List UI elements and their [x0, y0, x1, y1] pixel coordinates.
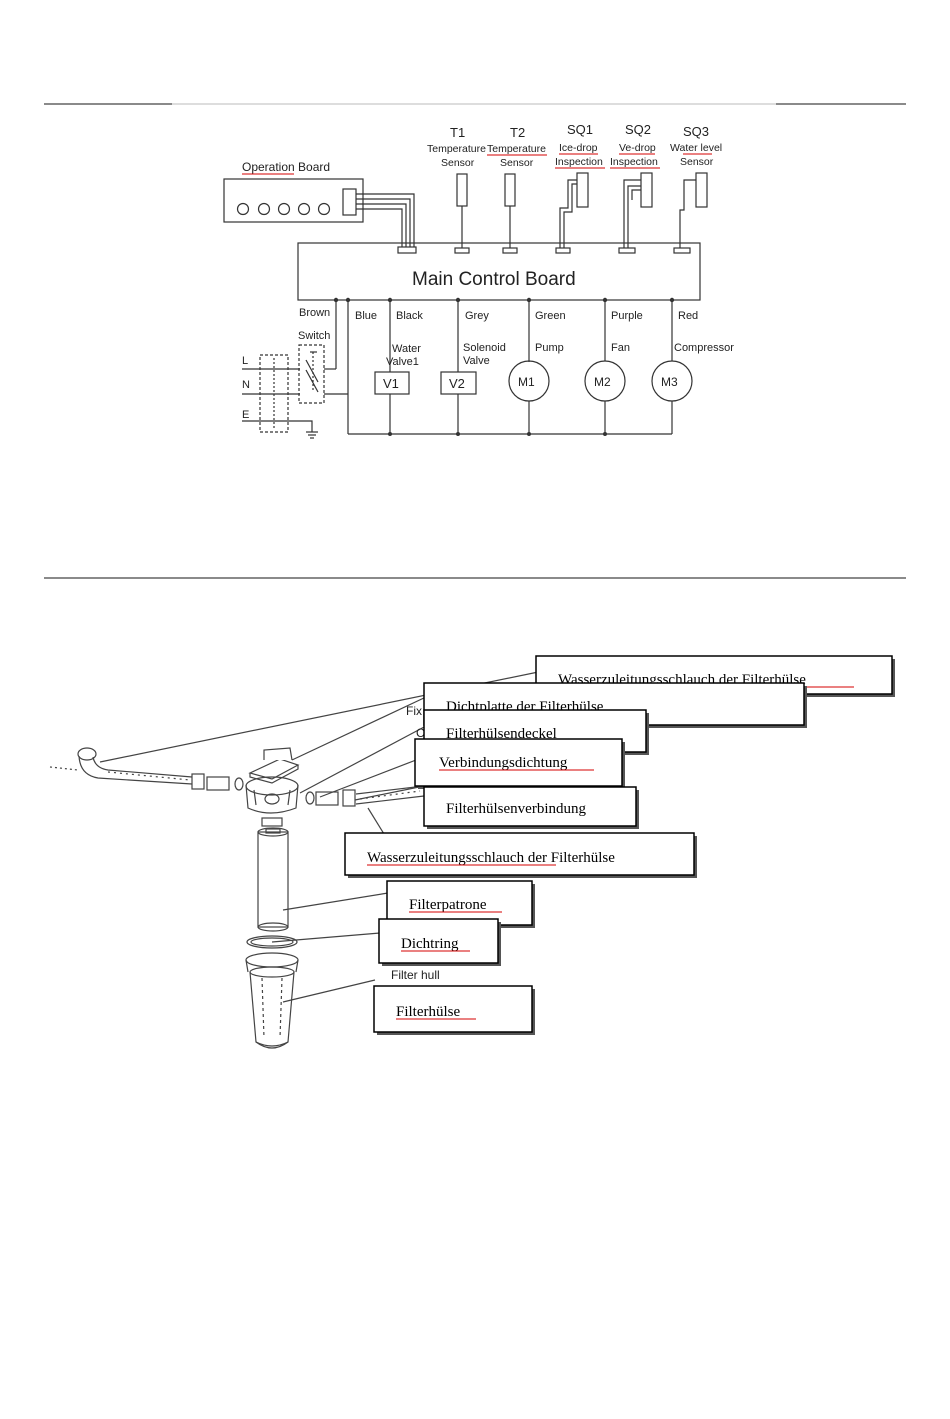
sq1-switch: [576, 172, 589, 208]
load-symbol: V1: [383, 376, 399, 391]
main-control-board: [297, 242, 701, 301]
label-text: Filterpatrone: [409, 897, 487, 913]
label-box: Dichtring: [378, 918, 501, 966]
load-label: Compressor: [674, 342, 734, 354]
sensor-id: T2: [510, 125, 525, 140]
load-symbol: M1: [518, 375, 535, 389]
board-ribbon-cable: [356, 193, 415, 247]
label-box: Verbindungsdichtung: [414, 738, 625, 789]
load-label: Pump: [535, 342, 564, 354]
load-symbol: V2: [449, 376, 465, 391]
wire-color-label: Brown: [299, 307, 330, 319]
t1-sensor: [456, 173, 468, 207]
label-box: Filterhülsenverbindung: [423, 786, 639, 829]
wire-color-label: Purple: [611, 310, 643, 322]
sensor-label: Ice-drop: [559, 142, 598, 154]
sensor-id: SQ2: [625, 122, 651, 137]
sensor-label: Temperature: [427, 143, 486, 155]
button-icon: [297, 202, 311, 216]
operation-board-label: Operation Board: [242, 160, 330, 174]
m1-motor: [508, 360, 550, 402]
label-text: Wasserzuleitungsschlauch der Filterhülse: [367, 850, 615, 866]
button-icon: [257, 202, 271, 216]
sensor-label: Inspection: [555, 156, 603, 168]
load-symbol: M3: [661, 375, 678, 389]
button-icon: [277, 202, 291, 216]
label-text: Verbindungsdichtung: [439, 755, 568, 771]
fragment-label: C: [416, 726, 425, 740]
wiring-diagram: Operation Board Main Control Board T1: [223, 122, 734, 439]
connector: [454, 247, 470, 254]
button-icon: [236, 202, 250, 216]
fragment-label: Filter hull: [391, 968, 440, 982]
v1-valve: [374, 371, 410, 395]
load-label: Solenoid: [463, 342, 506, 354]
load-label: Fan: [611, 342, 630, 354]
switch-label: Switch: [298, 330, 330, 342]
line-label-e: E: [242, 409, 249, 421]
sensor-label: Sensor: [680, 156, 714, 168]
wire-color-label: Green: [535, 310, 566, 322]
load-label: Water: [392, 343, 421, 355]
line-label-l: L: [242, 355, 248, 367]
connector: [397, 246, 417, 254]
board-connector: [342, 188, 357, 216]
label-text: Filterhülse: [396, 1004, 461, 1020]
connector: [502, 247, 518, 254]
label-box: Wasserzuleitungsschlauch der Filterhülse: [344, 832, 697, 878]
sensor-label: Inspection: [610, 156, 658, 168]
label-text: Filterhülsenverbindung: [446, 801, 586, 817]
line-label-n: N: [242, 379, 250, 391]
main-control-board-label: Main Control Board: [412, 269, 576, 290]
v2-valve: [440, 371, 477, 395]
sq3-sensor: [695, 172, 708, 208]
original-fragments: Fix C Filter hull: [391, 704, 440, 982]
label-text: Filterhülsendeckel: [446, 726, 557, 742]
sensor-id: SQ1: [567, 122, 593, 137]
load-symbol: M2: [594, 375, 611, 389]
sensor-label: Water level: [670, 142, 722, 154]
load-label: Valve1: [386, 356, 419, 368]
wire-color-label: Red: [678, 310, 698, 322]
label-box: Filterhülse: [373, 985, 535, 1035]
wire-color-label: Black: [396, 310, 423, 322]
t2-sensor: [504, 173, 516, 207]
fragment-label: Fix: [406, 704, 422, 718]
connector: [673, 247, 691, 254]
sensor-label: Sensor: [441, 157, 475, 169]
switch: [298, 344, 325, 404]
sensor-id: T1: [450, 125, 465, 140]
connector: [618, 247, 636, 254]
sensor-id: SQ3: [683, 124, 709, 139]
label-text: Dichtring: [401, 936, 459, 952]
load-label: Valve: [463, 355, 490, 367]
sq2-switch: [640, 172, 653, 208]
label-box: Filterpatrone: [386, 880, 535, 928]
wire-color-label: Grey: [465, 310, 489, 322]
m3-motor: [651, 360, 693, 402]
m2-motor: [584, 360, 626, 402]
operation-board: [223, 178, 364, 223]
sensor-label: Temperature: [487, 143, 546, 155]
connector: [555, 247, 571, 254]
sensor-label: Sensor: [500, 157, 534, 169]
sensor-label: Ve-drop: [619, 142, 656, 154]
button-icon: [317, 202, 331, 216]
wire-color-label: Blue: [355, 310, 377, 322]
filter-exploded-view: [49, 669, 615, 1049]
